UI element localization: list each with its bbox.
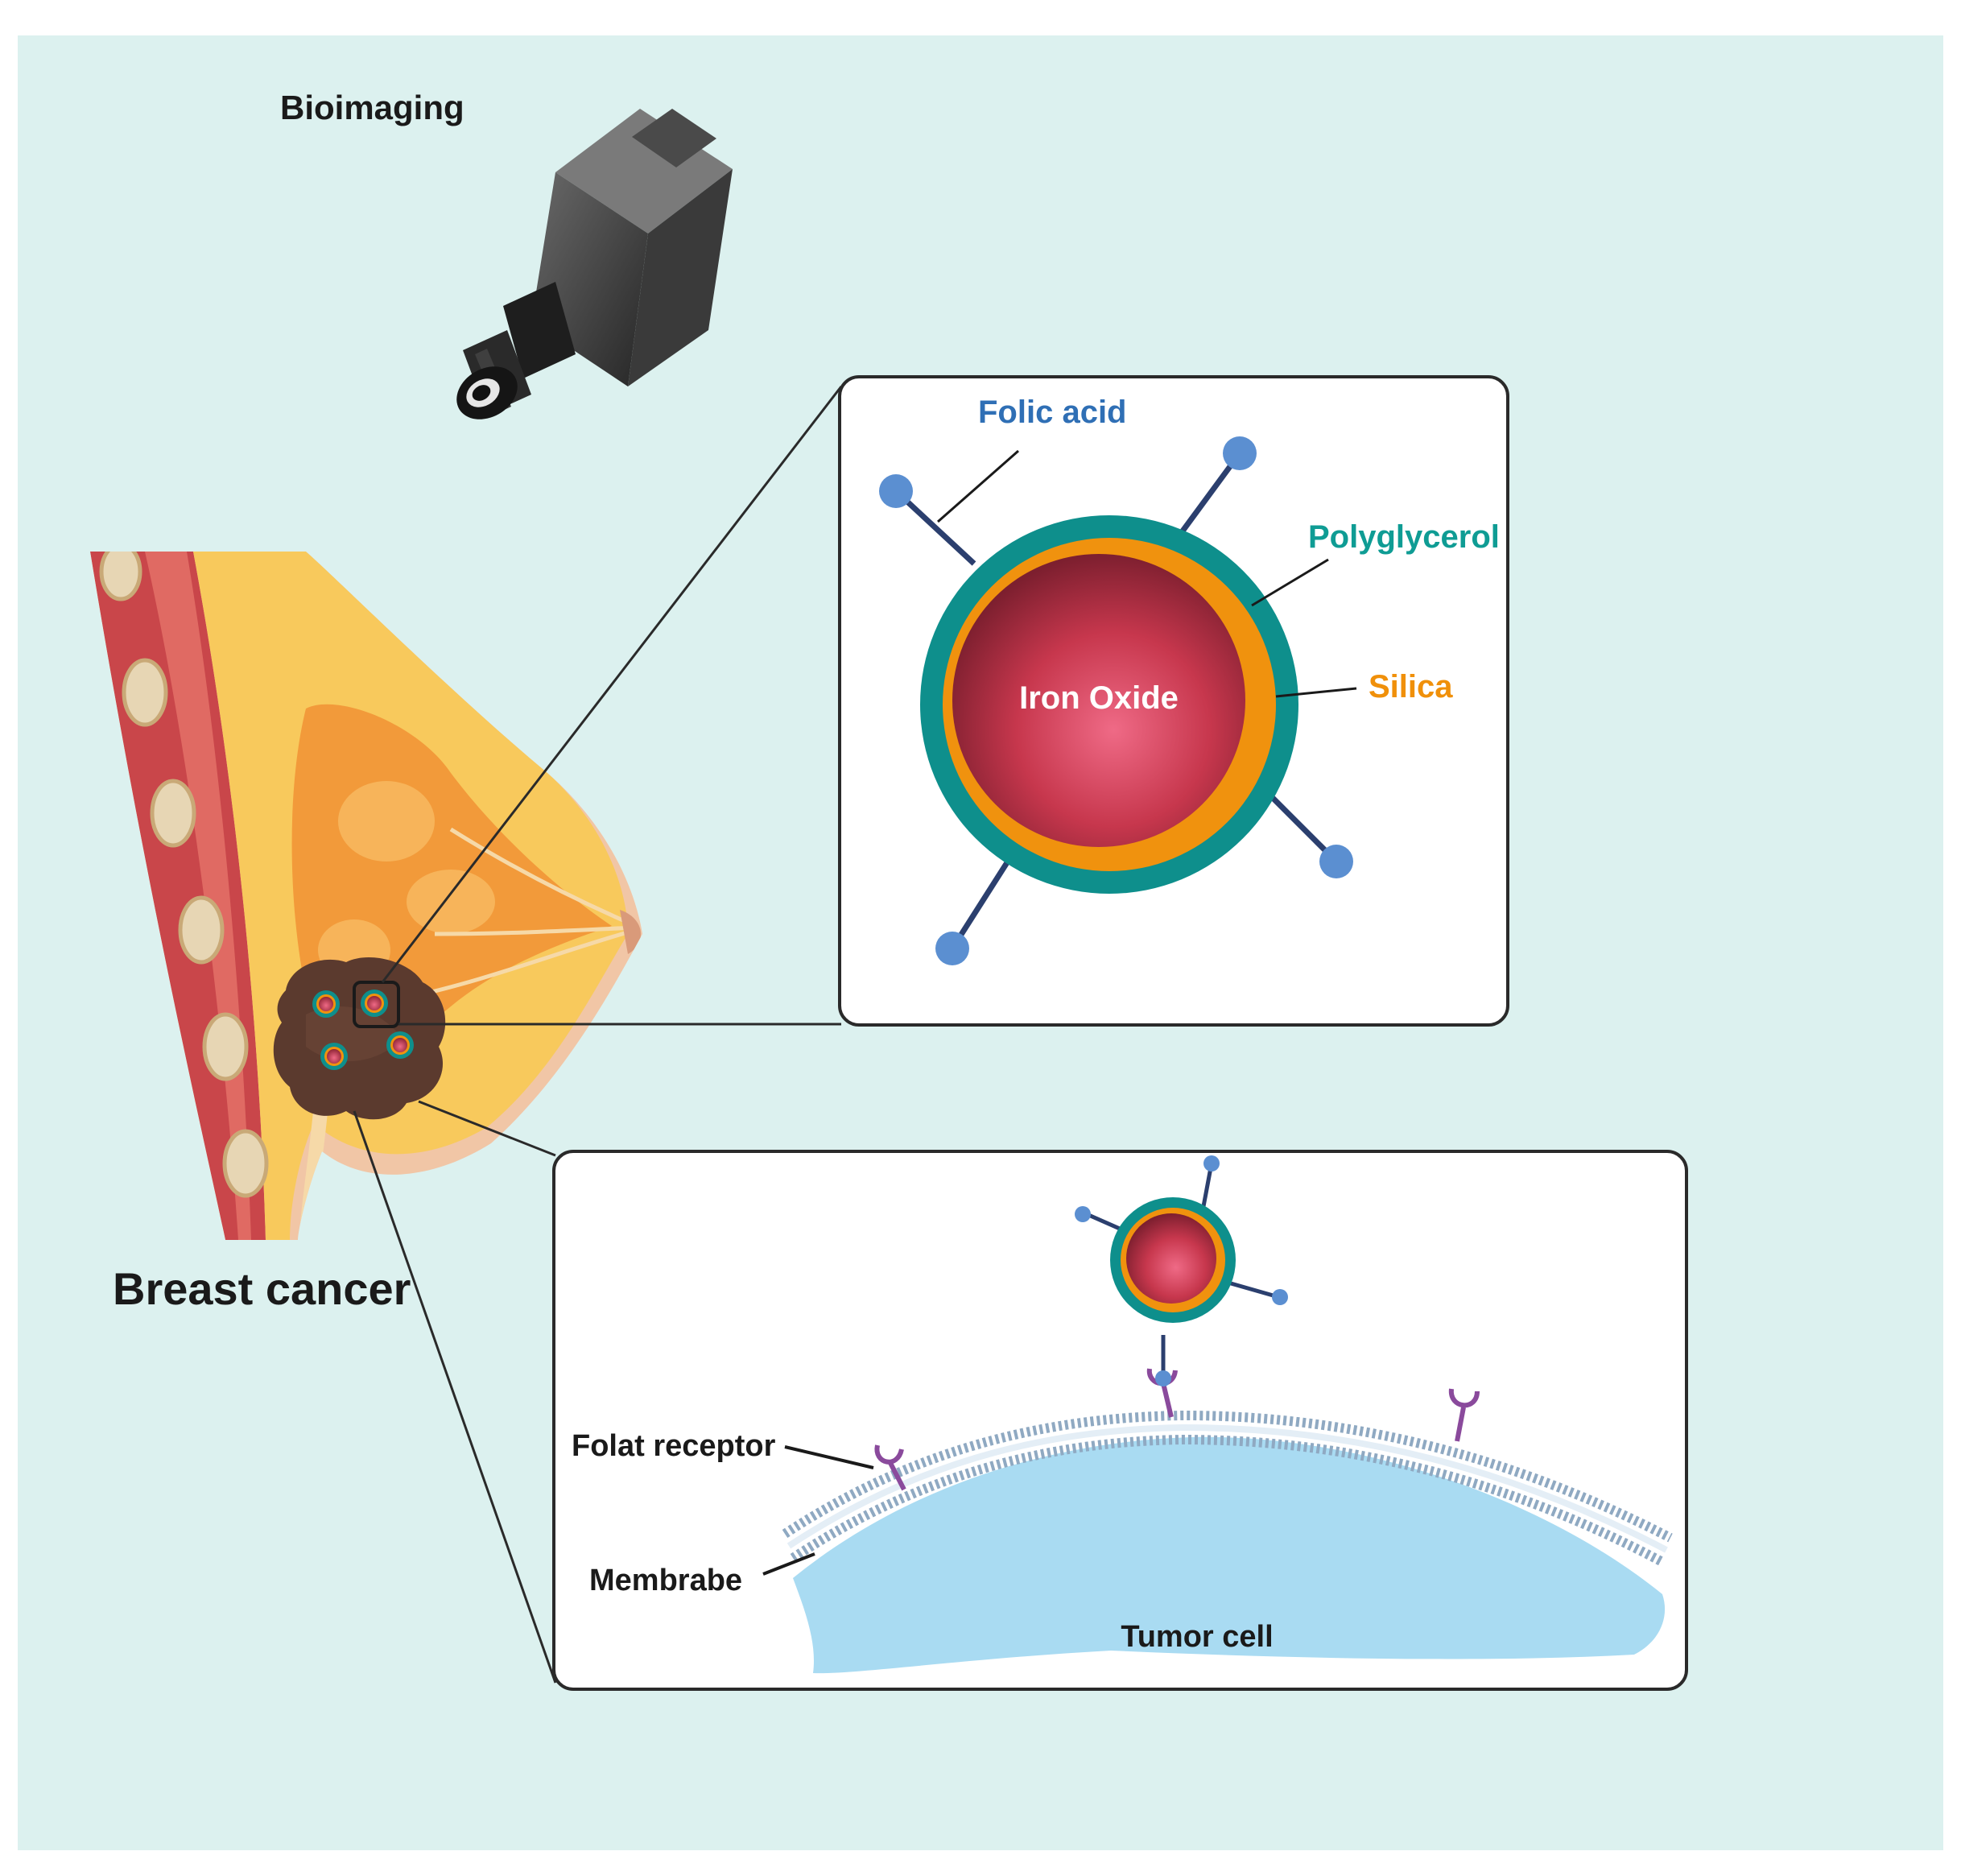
bound-nanoparticle [1075,1155,1288,1386]
bioimaging-label: Bioimaging [280,89,464,126]
cell-membrane [782,1410,1673,1543]
polyglycerol-label: Polyglycerol [1308,519,1500,555]
zoom-box [353,981,400,1028]
tumor-cell-label: Tumor cell [1121,1620,1273,1654]
zoom-connectors [353,386,843,1684]
iron-oxide-label: Iron Oxide [1019,680,1179,716]
tumor-nanoparticles [312,990,414,1070]
folate-receptors [874,1368,1480,1491]
breast-cancer-label: Breast cancer [113,1263,411,1314]
tumor-cell-panel: Folat receptor Membrabe Tumor cell [552,1150,1688,1691]
folat-receptor-label: Folat receptor [572,1429,776,1463]
breast-illustration [90,552,642,1240]
tumor-cell-body [793,1436,1666,1674]
membrane-label: Membrabe [589,1564,742,1597]
camera-icon [456,109,733,419]
iron-oxide-core [952,554,1245,847]
silica-label: Silica [1369,669,1453,705]
folic-acid-label: Folic acid [978,395,1127,430]
nanoparticle-panel: Iron Oxide Folic acid Polyglycerol Silic… [838,375,1509,1027]
